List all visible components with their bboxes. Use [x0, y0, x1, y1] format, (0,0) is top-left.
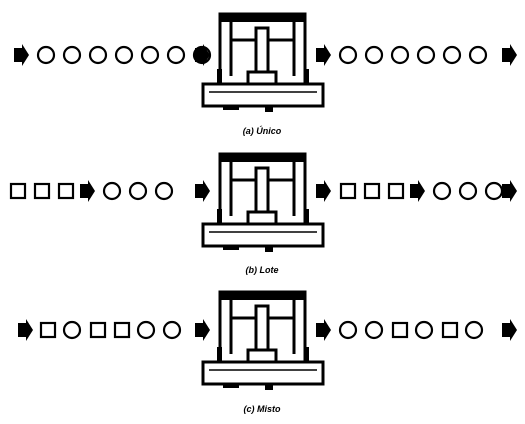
- machine-foot-left: [223, 384, 239, 388]
- part-square: [33, 182, 51, 200]
- part-square: [387, 182, 405, 200]
- machine-spindle: [254, 304, 270, 354]
- machine-stub-left: [217, 69, 222, 83]
- part-circle: [442, 45, 462, 65]
- part-circle: [62, 45, 82, 65]
- flow-arrow-icon: [14, 44, 29, 66]
- flow-arrow-icon: [195, 319, 210, 341]
- caption: (b) Lote: [246, 265, 279, 275]
- caption: (c) Misto: [244, 404, 282, 414]
- machine-spindle: [254, 166, 270, 216]
- machine-foot-right: [265, 106, 273, 112]
- part-circle: [102, 181, 122, 201]
- flow-arrow-icon: [410, 180, 425, 202]
- machine-stub-left: [217, 347, 222, 361]
- part-circle: [468, 45, 488, 65]
- part-square: [89, 321, 107, 339]
- machine-stub-right: [304, 209, 309, 223]
- machine-top-bar: [220, 292, 305, 300]
- machine-foot-right: [265, 384, 273, 390]
- machine-stub-right: [304, 69, 309, 83]
- machine-icon: [201, 12, 325, 112]
- flow-arrow-icon: [18, 319, 33, 341]
- part-circle: [62, 320, 82, 340]
- flow-arrow-icon: [502, 44, 517, 66]
- part-circle: [136, 320, 156, 340]
- part-circle: [416, 45, 436, 65]
- flow-arrow-icon: [195, 180, 210, 202]
- part-square: [391, 321, 409, 339]
- machine-top-bar: [220, 154, 305, 162]
- flow-row: (b) Lote: [9, 152, 517, 275]
- flow-row: (a) Único: [14, 12, 517, 136]
- flow-arrow-icon: [502, 319, 517, 341]
- part-circle: [414, 320, 434, 340]
- part-circle: [88, 45, 108, 65]
- part-square: [441, 321, 459, 339]
- part-circle: [390, 45, 410, 65]
- machine-foot-left: [223, 106, 239, 110]
- part-circle: [484, 181, 504, 201]
- part-square: [339, 182, 357, 200]
- part-circle: [114, 45, 134, 65]
- part-circle: [338, 45, 358, 65]
- part-circle: [162, 320, 182, 340]
- part-circle: [432, 181, 452, 201]
- machine-base: [201, 360, 325, 386]
- part-circle: [364, 45, 384, 65]
- flow-arrow-icon: [80, 180, 95, 202]
- part-square: [113, 321, 131, 339]
- flow-arrow-icon: [502, 180, 517, 202]
- part-square: [39, 321, 57, 339]
- part-circle: [458, 181, 478, 201]
- machine-foot-left: [223, 246, 239, 250]
- flow-arrow-icon: [316, 180, 331, 202]
- machine-top-bar: [220, 14, 305, 22]
- part-circle: [166, 45, 186, 65]
- machine-base: [201, 222, 325, 248]
- flow-arrow-icon: [195, 44, 210, 66]
- machine-stub-right: [304, 347, 309, 361]
- part-square: [57, 182, 75, 200]
- part-square: [363, 182, 381, 200]
- part-circle: [338, 320, 358, 340]
- part-circle: [128, 181, 148, 201]
- part-circle: [36, 45, 56, 65]
- part-circle: [464, 320, 484, 340]
- part-circle: [364, 320, 384, 340]
- machine-icon: [201, 152, 325, 252]
- machine-base: [201, 82, 325, 108]
- part-circle: [154, 181, 174, 201]
- machine-icon: [201, 290, 325, 390]
- flow-row: (c) Misto: [18, 290, 517, 414]
- machine-foot-right: [265, 246, 273, 252]
- flow-arrow-icon: [316, 44, 331, 66]
- part-circle: [140, 45, 160, 65]
- caption: (a) Único: [243, 125, 282, 136]
- machine-spindle: [254, 26, 270, 76]
- machine-stub-left: [217, 209, 222, 223]
- flow-arrow-icon: [316, 319, 331, 341]
- part-square: [9, 182, 27, 200]
